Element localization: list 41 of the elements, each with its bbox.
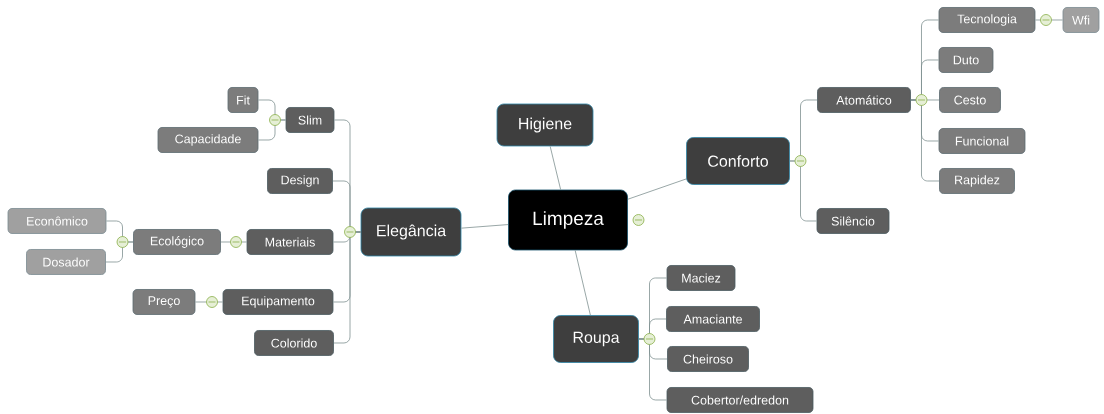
main-topic-box: Conforto bbox=[686, 137, 790, 185]
subtopic-box: Slim bbox=[285, 107, 335, 133]
subtopic-box: Cobertor/edredon bbox=[666, 387, 814, 413]
connector-line bbox=[220, 241, 247, 243]
connector-line bbox=[195, 301, 223, 303]
connector-line bbox=[789, 160, 817, 222]
connector-line bbox=[1035, 19, 1063, 21]
root-topic-box: Limpeza bbox=[508, 189, 628, 251]
connector-line bbox=[105, 241, 134, 263]
subtopic-box: Design bbox=[267, 168, 333, 194]
connector-line bbox=[461, 224, 509, 229]
subtopic-box: Maciez bbox=[666, 265, 736, 291]
subtopic-box: Duto bbox=[938, 47, 994, 73]
subtopic-box: Capacidade bbox=[157, 127, 259, 153]
main-topic-box: Roupa bbox=[553, 315, 639, 363]
subtopic-box: Cesto bbox=[939, 87, 1001, 113]
subtopic-box: Colorido bbox=[254, 330, 334, 356]
subtopic-box: Cheiroso bbox=[667, 346, 749, 372]
subtopic-box: Fit bbox=[227, 87, 259, 113]
main-topic-box: Elegância bbox=[360, 207, 462, 257]
connector-line bbox=[549, 146, 562, 190]
subtopic-box: Wfi bbox=[1062, 7, 1100, 33]
subtopic-box: Ecológico bbox=[133, 229, 221, 255]
connector-line bbox=[910, 99, 940, 182]
subtopic-box: Silêncio bbox=[816, 208, 890, 234]
connector-line bbox=[333, 231, 361, 344]
subtopic-box: Materiais bbox=[246, 229, 334, 255]
connector-line bbox=[627, 178, 687, 200]
connector-line bbox=[574, 250, 591, 316]
subtopic-box: Tecnologia bbox=[938, 7, 1036, 33]
subtopic-box: Rapidez bbox=[939, 168, 1015, 194]
connector-line bbox=[258, 119, 286, 141]
connector-line bbox=[638, 338, 667, 401]
subtopic-box: Atomático bbox=[817, 87, 911, 113]
subtopic-box: Amaciante bbox=[666, 306, 760, 332]
main-topic-box: Higiene bbox=[496, 103, 594, 147]
subtopic-box: Dosador bbox=[26, 249, 106, 275]
subtopic-box: Funcional bbox=[938, 128, 1026, 154]
subtopic-box: Preço bbox=[132, 289, 196, 315]
subtopic-box: Econômico bbox=[7, 208, 107, 234]
subtopic-box: Equipamento bbox=[222, 289, 334, 315]
